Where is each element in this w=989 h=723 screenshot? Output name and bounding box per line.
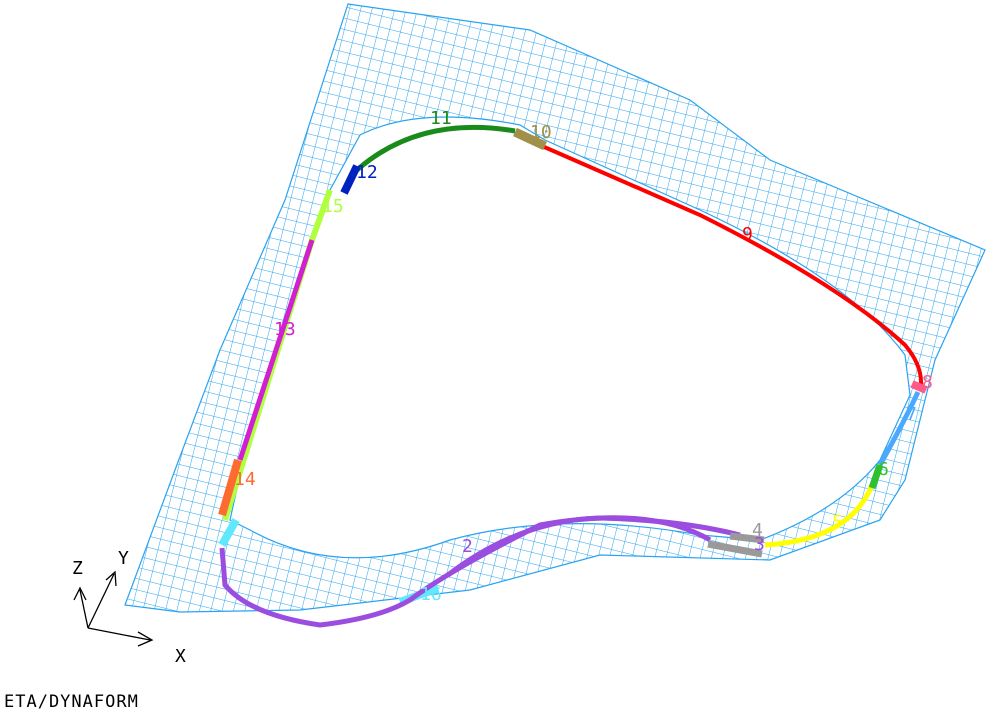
- curve-segment-8[interactable]: [910, 380, 928, 394]
- segment-label-5: 5: [832, 512, 843, 533]
- axis-triad: X Y Z: [72, 548, 186, 667]
- curve-segment-3[interactable]: [446, 515, 741, 577]
- y-axis-label: Y: [118, 548, 129, 569]
- z-axis-label: Z: [72, 558, 83, 579]
- mesh-surface[interactable]: [124, 3, 986, 613]
- segment-label-15: 15: [322, 196, 344, 217]
- segment-label-9: 9: [742, 224, 753, 245]
- segment-label-13: 13: [274, 319, 296, 340]
- curve-segment-6[interactable]: [868, 463, 884, 490]
- segment-label-11: 11: [430, 108, 452, 129]
- z-axis-icon: [73, 586, 89, 629]
- curve-segment-11[interactable]: [355, 124, 516, 172]
- segment-label-3: 3: [754, 534, 765, 555]
- segment-label-4: 4: [752, 520, 763, 541]
- curve-segment-13[interactable]: [237, 239, 315, 461]
- curve-segment-14[interactable]: [218, 458, 242, 517]
- x-axis-label: X: [175, 646, 186, 667]
- x-axis-icon: [87, 627, 154, 647]
- segment-label-14: 14: [234, 469, 256, 490]
- segment-label-10: 10: [530, 122, 552, 143]
- y-axis-icon: [87, 570, 117, 629]
- curve-segment-10[interactable]: [513, 127, 547, 151]
- curve-segment-12[interactable]: [340, 164, 361, 195]
- segment-label-16: 16: [420, 584, 442, 605]
- curve-segment-9[interactable]: [541, 144, 924, 386]
- curve-segment-4[interactable]: [707, 532, 765, 558]
- segment-label-6: 6: [878, 459, 889, 480]
- segment-label-2: 2: [462, 536, 473, 557]
- curve-segment-7[interactable]: [877, 390, 921, 467]
- segment-label-8: 8: [922, 372, 933, 393]
- curve-segment-5[interactable]: [764, 484, 875, 548]
- app-title: ETA/DYNAFORM: [4, 692, 139, 712]
- segment-label-12: 12: [356, 162, 378, 183]
- segment-label-7: 7: [906, 404, 917, 425]
